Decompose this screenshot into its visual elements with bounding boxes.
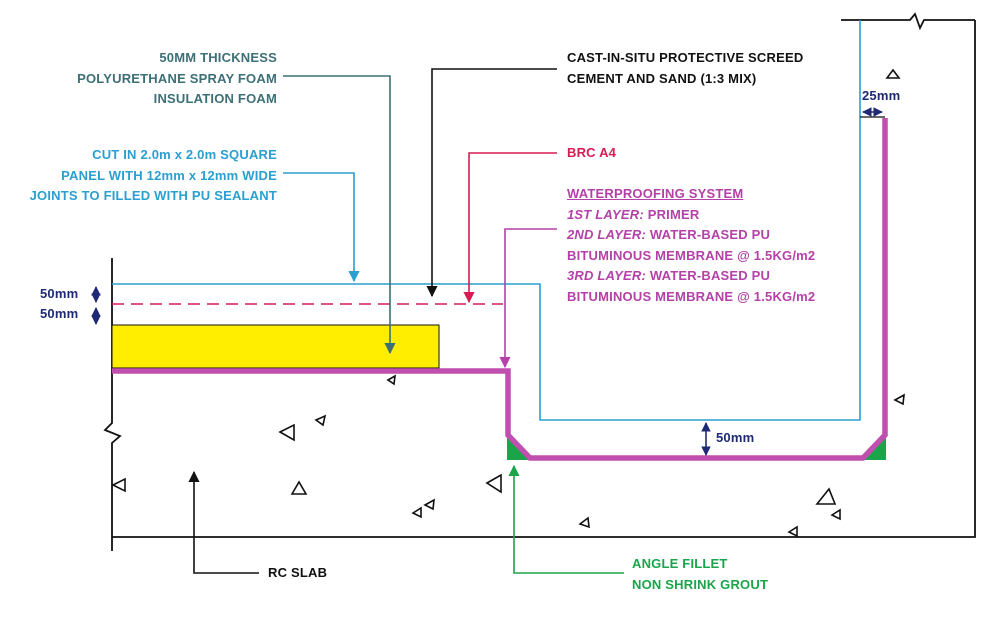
- dim-brc-label: 50mm: [40, 306, 79, 321]
- dim-pit-label: 50mm: [716, 430, 755, 445]
- rc-slab-label: RC SLAB: [268, 565, 328, 580]
- screed-line: [112, 20, 861, 421]
- layer3-line: 3RD LAYER: WATER-BASED PU: [567, 266, 815, 287]
- insulation-label-line1: 50MM THICKNESS: [159, 50, 277, 65]
- layer1-prefix: 1ST LAYER:: [567, 206, 644, 222]
- layer1-text: PRIMER: [643, 206, 700, 222]
- insulation-label: 50MM THICKNESS POLYURETHANE SPRAY FOAM I…: [77, 48, 277, 110]
- layer3-text: WATER-BASED PU: [646, 268, 771, 283]
- dimension-arrows: [91, 107, 883, 456]
- screed-leader: [426, 68, 557, 298]
- brc-leader: [463, 152, 557, 304]
- waterproofing-title: WATERPROOFING SYSTEM: [567, 186, 744, 201]
- fillet-label-line1: ANGLE FILLET: [632, 556, 728, 571]
- leader-lines: [188, 68, 624, 574]
- waterproofing-leader: [499, 228, 557, 369]
- insulation-label-line3: INSULATION FOAM: [153, 91, 277, 106]
- rc-slab-leader: [188, 470, 259, 574]
- waterproofing-membrane: [112, 118, 888, 461]
- insulation-label-line2: POLYURETHANE SPRAY FOAM: [77, 70, 277, 86]
- layer2-prefix: 2ND LAYER:: [567, 227, 647, 242]
- layer3-prefix: 3RD LAYER:: [567, 268, 647, 283]
- screed-label-line1: CAST-IN-SITU PROTECTIVE SCREED: [567, 50, 804, 65]
- concrete-aggregate: [111, 68, 905, 538]
- panel-joint-label: CUT IN 2.0m x 2.0m SQUARE PANEL WITH 12m…: [30, 145, 277, 207]
- layer2-line: 2ND LAYER: WATER-BASED PU: [567, 225, 815, 246]
- panel-label-line1: CUT IN 2.0m x 2.0m SQUARE: [92, 147, 277, 162]
- brc-label: BRC A4: [567, 145, 617, 160]
- screed-label: CAST-IN-SITU PROTECTIVE SCREED CEMENT AN…: [567, 48, 803, 89]
- panel-label-line2: PANEL WITH 12mm x 12mm WIDE: [61, 167, 277, 183]
- layer3-line2: BITUMINOUS MEMBRANE @ 1.5KG/m2: [567, 288, 816, 304]
- panel-label-line3: JOINTS TO FILLED WITH PU SEALANT: [29, 188, 277, 203]
- layer2-line2: BITUMINOUS MEMBRANE @ 1.5KG/m2: [567, 247, 816, 263]
- panel-leader: [283, 172, 360, 283]
- fillet-leader: [508, 464, 624, 574]
- layer1-line: 1ST LAYER: PRIMER: [567, 205, 815, 226]
- insulation-leader: [283, 75, 396, 355]
- layer2-text: WATER-BASED PU: [646, 227, 771, 242]
- screed-label-line2: CEMENT AND SAND (1:3 MIX): [567, 70, 757, 86]
- dim-upstand-label: 25mm: [862, 88, 901, 103]
- rc-slab-outline: [103, 12, 976, 551]
- waterproofing-label: WATERPROOFING SYSTEM 1ST LAYER: PRIMER 2…: [567, 184, 815, 307]
- fillet-label-line2: NON SHRINK GROUT: [632, 576, 769, 592]
- dim-screed-label: 50mm: [40, 286, 79, 301]
- angle-fillet-label: ANGLE FILLET NON SHRINK GROUT: [632, 554, 768, 595]
